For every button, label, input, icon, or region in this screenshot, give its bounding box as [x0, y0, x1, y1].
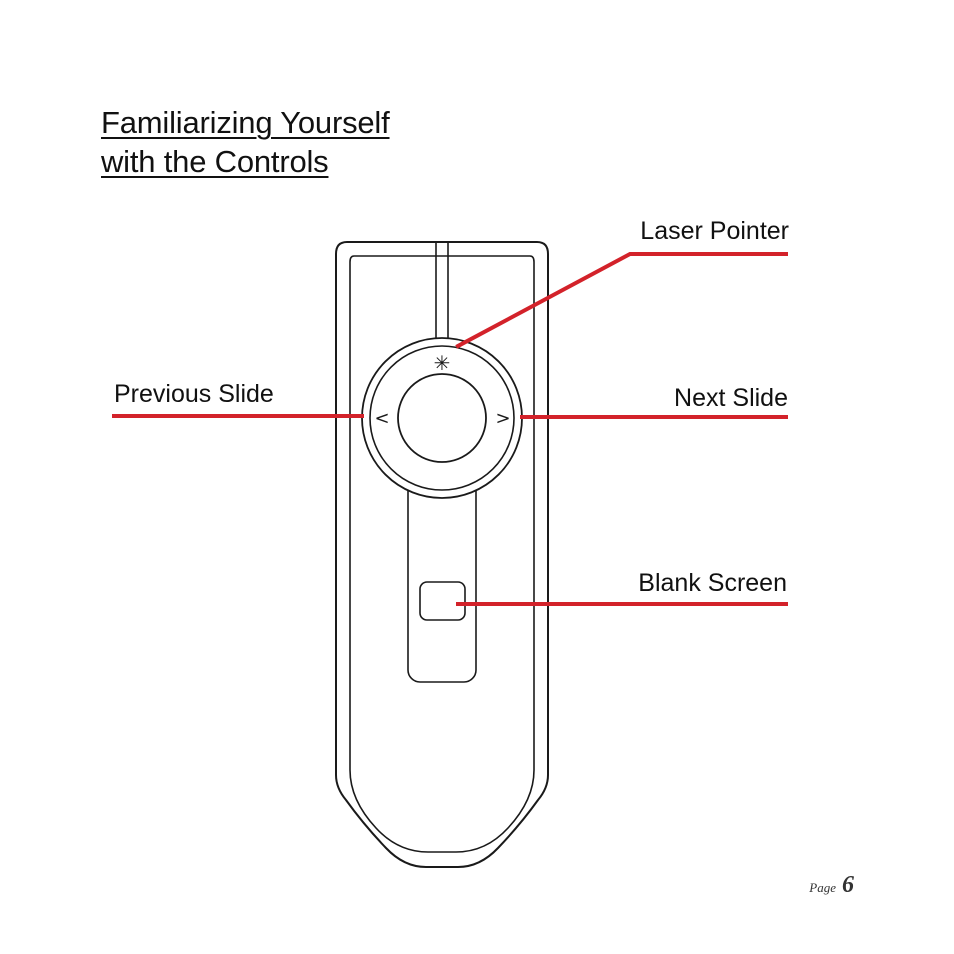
callout-lines [112, 252, 788, 606]
blank-screen-label: Blank Screen [638, 569, 787, 597]
blank-screen-button[interactable] [419, 581, 466, 621]
remote-outer-shell [335, 241, 549, 868]
laser-pointer-callout-line [455, 252, 788, 349]
laser-pointer-label: Laser Pointer [640, 217, 789, 245]
page-number: Page 6 [809, 872, 854, 899]
slider-track [407, 469, 477, 683]
laser-pointer-button[interactable]: ✳ [434, 351, 451, 375]
center-button[interactable] [397, 373, 487, 463]
page-word: Page [809, 880, 836, 895]
next-slide-label: Next Slide [674, 384, 788, 412]
ring-inner [369, 345, 515, 491]
page-title-line-2: with the Controls [101, 144, 329, 179]
remote-inner-shell [349, 255, 535, 853]
previous-slide-button[interactable]: < [374, 408, 389, 429]
page-number-value: 6 [842, 872, 854, 898]
remote-body [335, 241, 549, 868]
page-title: Familiarizing Yourself with the Controls [101, 103, 390, 181]
previous-slide-label: Previous Slide [114, 380, 274, 408]
next-slide-button[interactable]: > [495, 408, 510, 429]
page-title-line-1: Familiarizing Yourself [101, 105, 390, 140]
